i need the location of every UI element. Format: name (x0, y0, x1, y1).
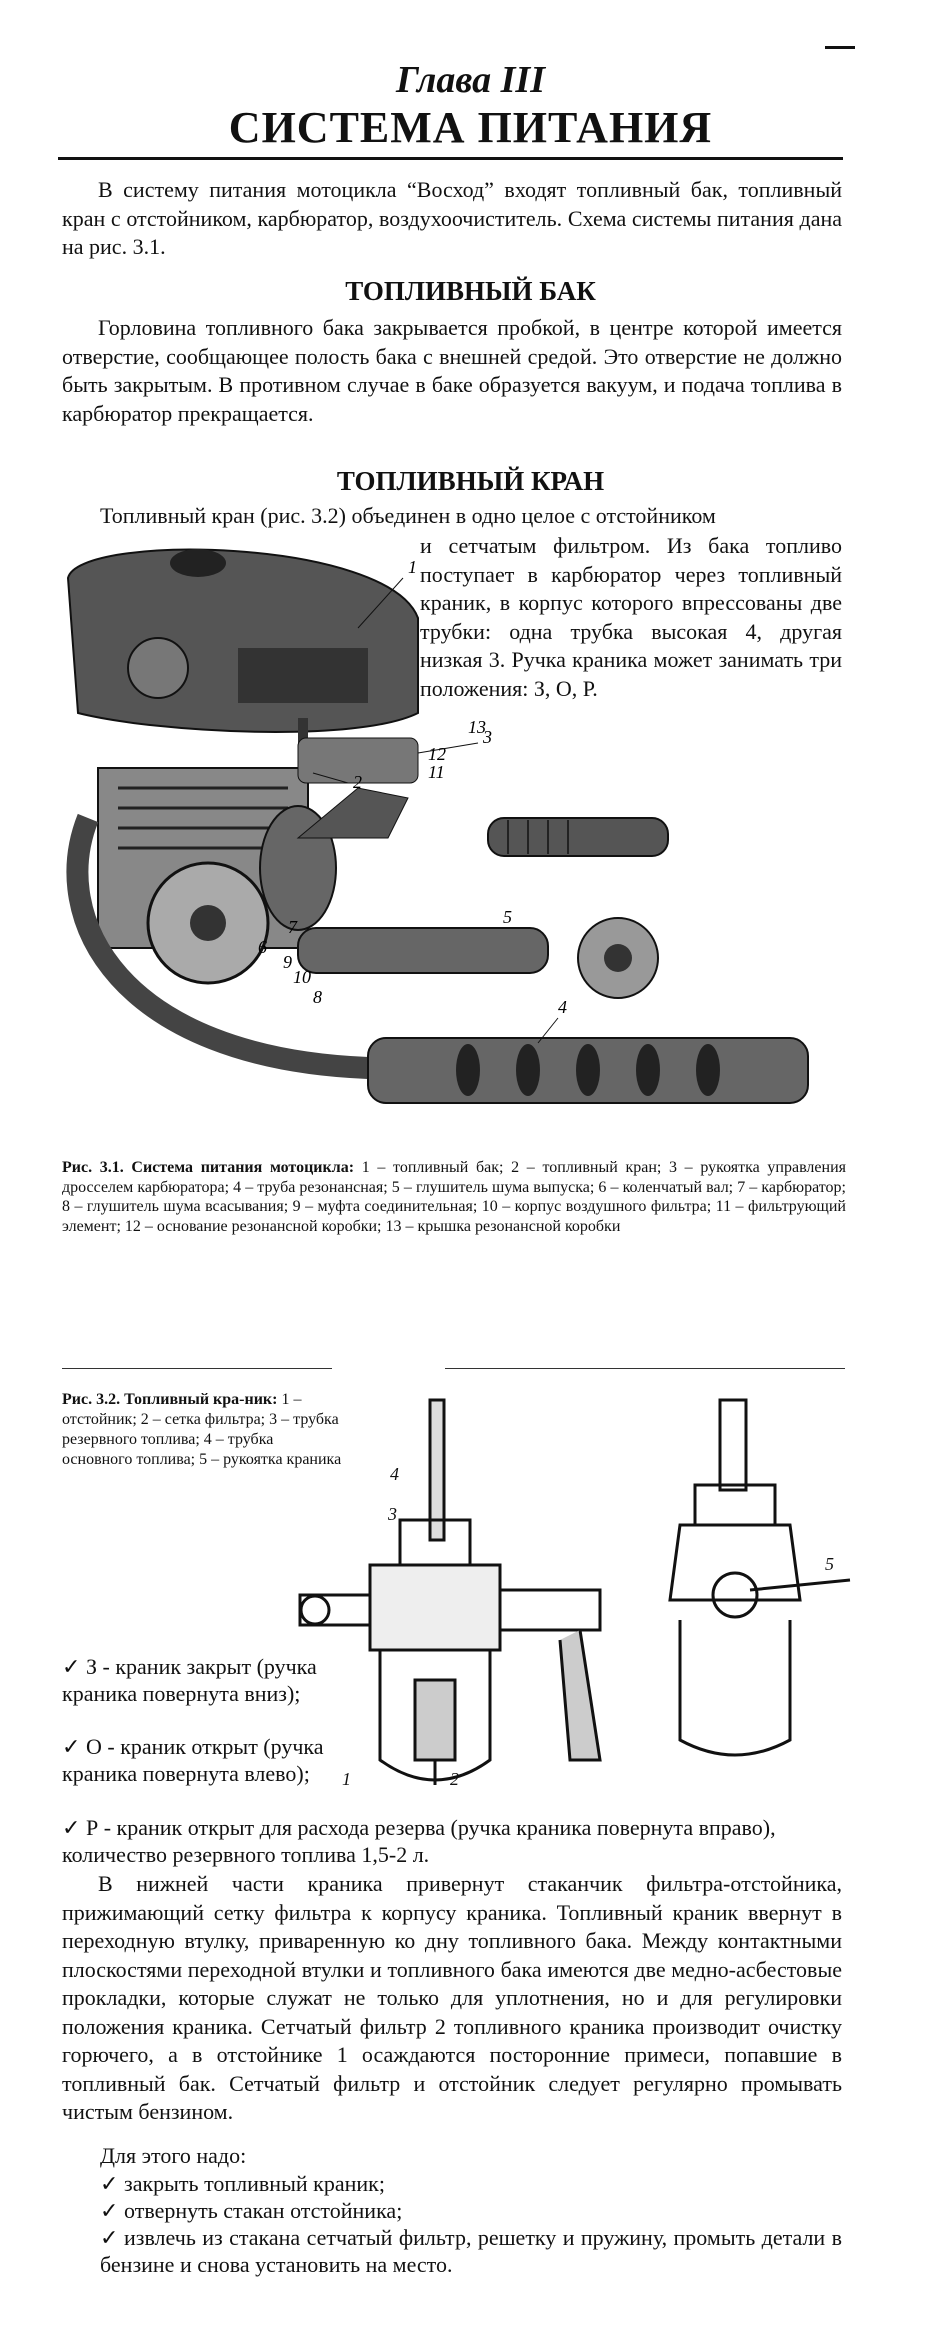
callout-5: 5 (825, 1554, 834, 1574)
chapter-title: СИСТЕМА ПИТАНИЯ (228, 103, 713, 152)
check-icon: ✓ (100, 2171, 119, 2196)
callout-1: 1 (342, 1769, 351, 1789)
figure-1-caption: Рис. 3.1. Система питания мотоцикла: 1 –… (62, 1158, 846, 1236)
check-icon: ✓ (100, 2225, 119, 2250)
position-o-text: О - краник открыт (ручка краника поверну… (62, 1734, 324, 1786)
callout-9: 9 (283, 952, 292, 972)
check-icon: ✓ (62, 1734, 81, 1759)
figure-2-caption: Рис. 3.2. Топливный кра-ник: 1 – отстойн… (62, 1390, 342, 1470)
todo-item-text: отвернуть стакан отстойника; (124, 2198, 403, 2223)
position-z-text: З - краник закрыт (ручка краника поверну… (62, 1654, 317, 1706)
callout-13: 13 (468, 717, 486, 737)
position-r-text: Р - краник открыт для расхода резерва (р… (62, 1815, 776, 1867)
callout-6: 6 (258, 937, 267, 957)
callout-11: 11 (428, 762, 445, 782)
position-r: ✓Р - краник открыт для расхода резерва (… (62, 1814, 842, 1868)
figure-2-caption-bold: Рис. 3.2. Топливный кра-ник: (62, 1391, 278, 1408)
todo-item: ✓закрыть топливный краник; (100, 2170, 842, 2197)
todo-intro: Для этого надо: (100, 2143, 247, 2168)
valve-description-paragraph: В нижней части краника привернут стаканч… (62, 1871, 842, 2124)
callout-3: 3 (482, 727, 492, 747)
position-z: ✓З - краник закрыт (ручка краника поверн… (62, 1653, 362, 1707)
callout-8: 8 (313, 987, 322, 1007)
figure-1-caption-text: 1 – топливный бак; 2 – топливный кран; 3… (62, 1159, 846, 1235)
todo-item: ✓отвернуть стакан отстойника; (100, 2197, 842, 2224)
separator-left (62, 1368, 332, 1369)
fuel-tank-paragraph: Горловина топливного бака закрывается пр… (62, 315, 842, 426)
figure-1-caption-bold: Рис. 3.1. Система питания мотоцикла: (62, 1159, 355, 1176)
fuel-valve-paragraph-first: Топливный кран (рис. 3.2) объединен в од… (100, 503, 716, 528)
callout-10: 10 (293, 967, 311, 987)
todo-item-text: закрыть топливный краник; (124, 2171, 385, 2196)
callout-1: 1 (408, 557, 417, 577)
fuel-valve-drawing: 4 3 1 2 5 (298, 1398, 851, 1789)
callout-12: 12 (428, 744, 446, 764)
title-rule (58, 157, 843, 160)
callout-4: 4 (558, 997, 567, 1017)
callout-7: 7 (288, 917, 298, 937)
callout-5: 5 (503, 907, 512, 927)
intro-paragraph: В систему питания мотоцикла “Восход” вхо… (62, 177, 842, 259)
position-o: ✓О - краник открыт (ручка краника поверн… (62, 1733, 362, 1787)
check-icon: ✓ (62, 1654, 81, 1679)
callout-3: 3 (387, 1504, 397, 1524)
callout-2: 2 (450, 1769, 459, 1789)
heading-fuel-valve: ТОПЛИВНЫЙ КРАН (336, 466, 605, 496)
chapter-label: Глава III (395, 59, 545, 101)
separator-right (445, 1368, 845, 1369)
check-icon: ✓ (100, 2198, 119, 2223)
callout-4: 4 (390, 1464, 399, 1484)
todo-item: ✓извлечь из стакана сетчатый фильтр, реш… (100, 2224, 842, 2278)
todo-item-text: извлечь из стакана сетчатый фильтр, реше… (100, 2225, 842, 2277)
callout-2: 2 (353, 772, 362, 792)
fuel-valve-paragraph-rest: и сетчатым фильтром. Из бака топливо пос… (420, 533, 842, 701)
check-icon: ✓ (62, 1815, 81, 1840)
corner-mark (825, 46, 855, 49)
figure-2-caption-text: 1 – отстойник; 2 – сетка фильтра; 3 – тр… (62, 1391, 342, 1468)
heading-fuel-tank: ТОПЛИВНЫЙ БАК (345, 276, 596, 306)
